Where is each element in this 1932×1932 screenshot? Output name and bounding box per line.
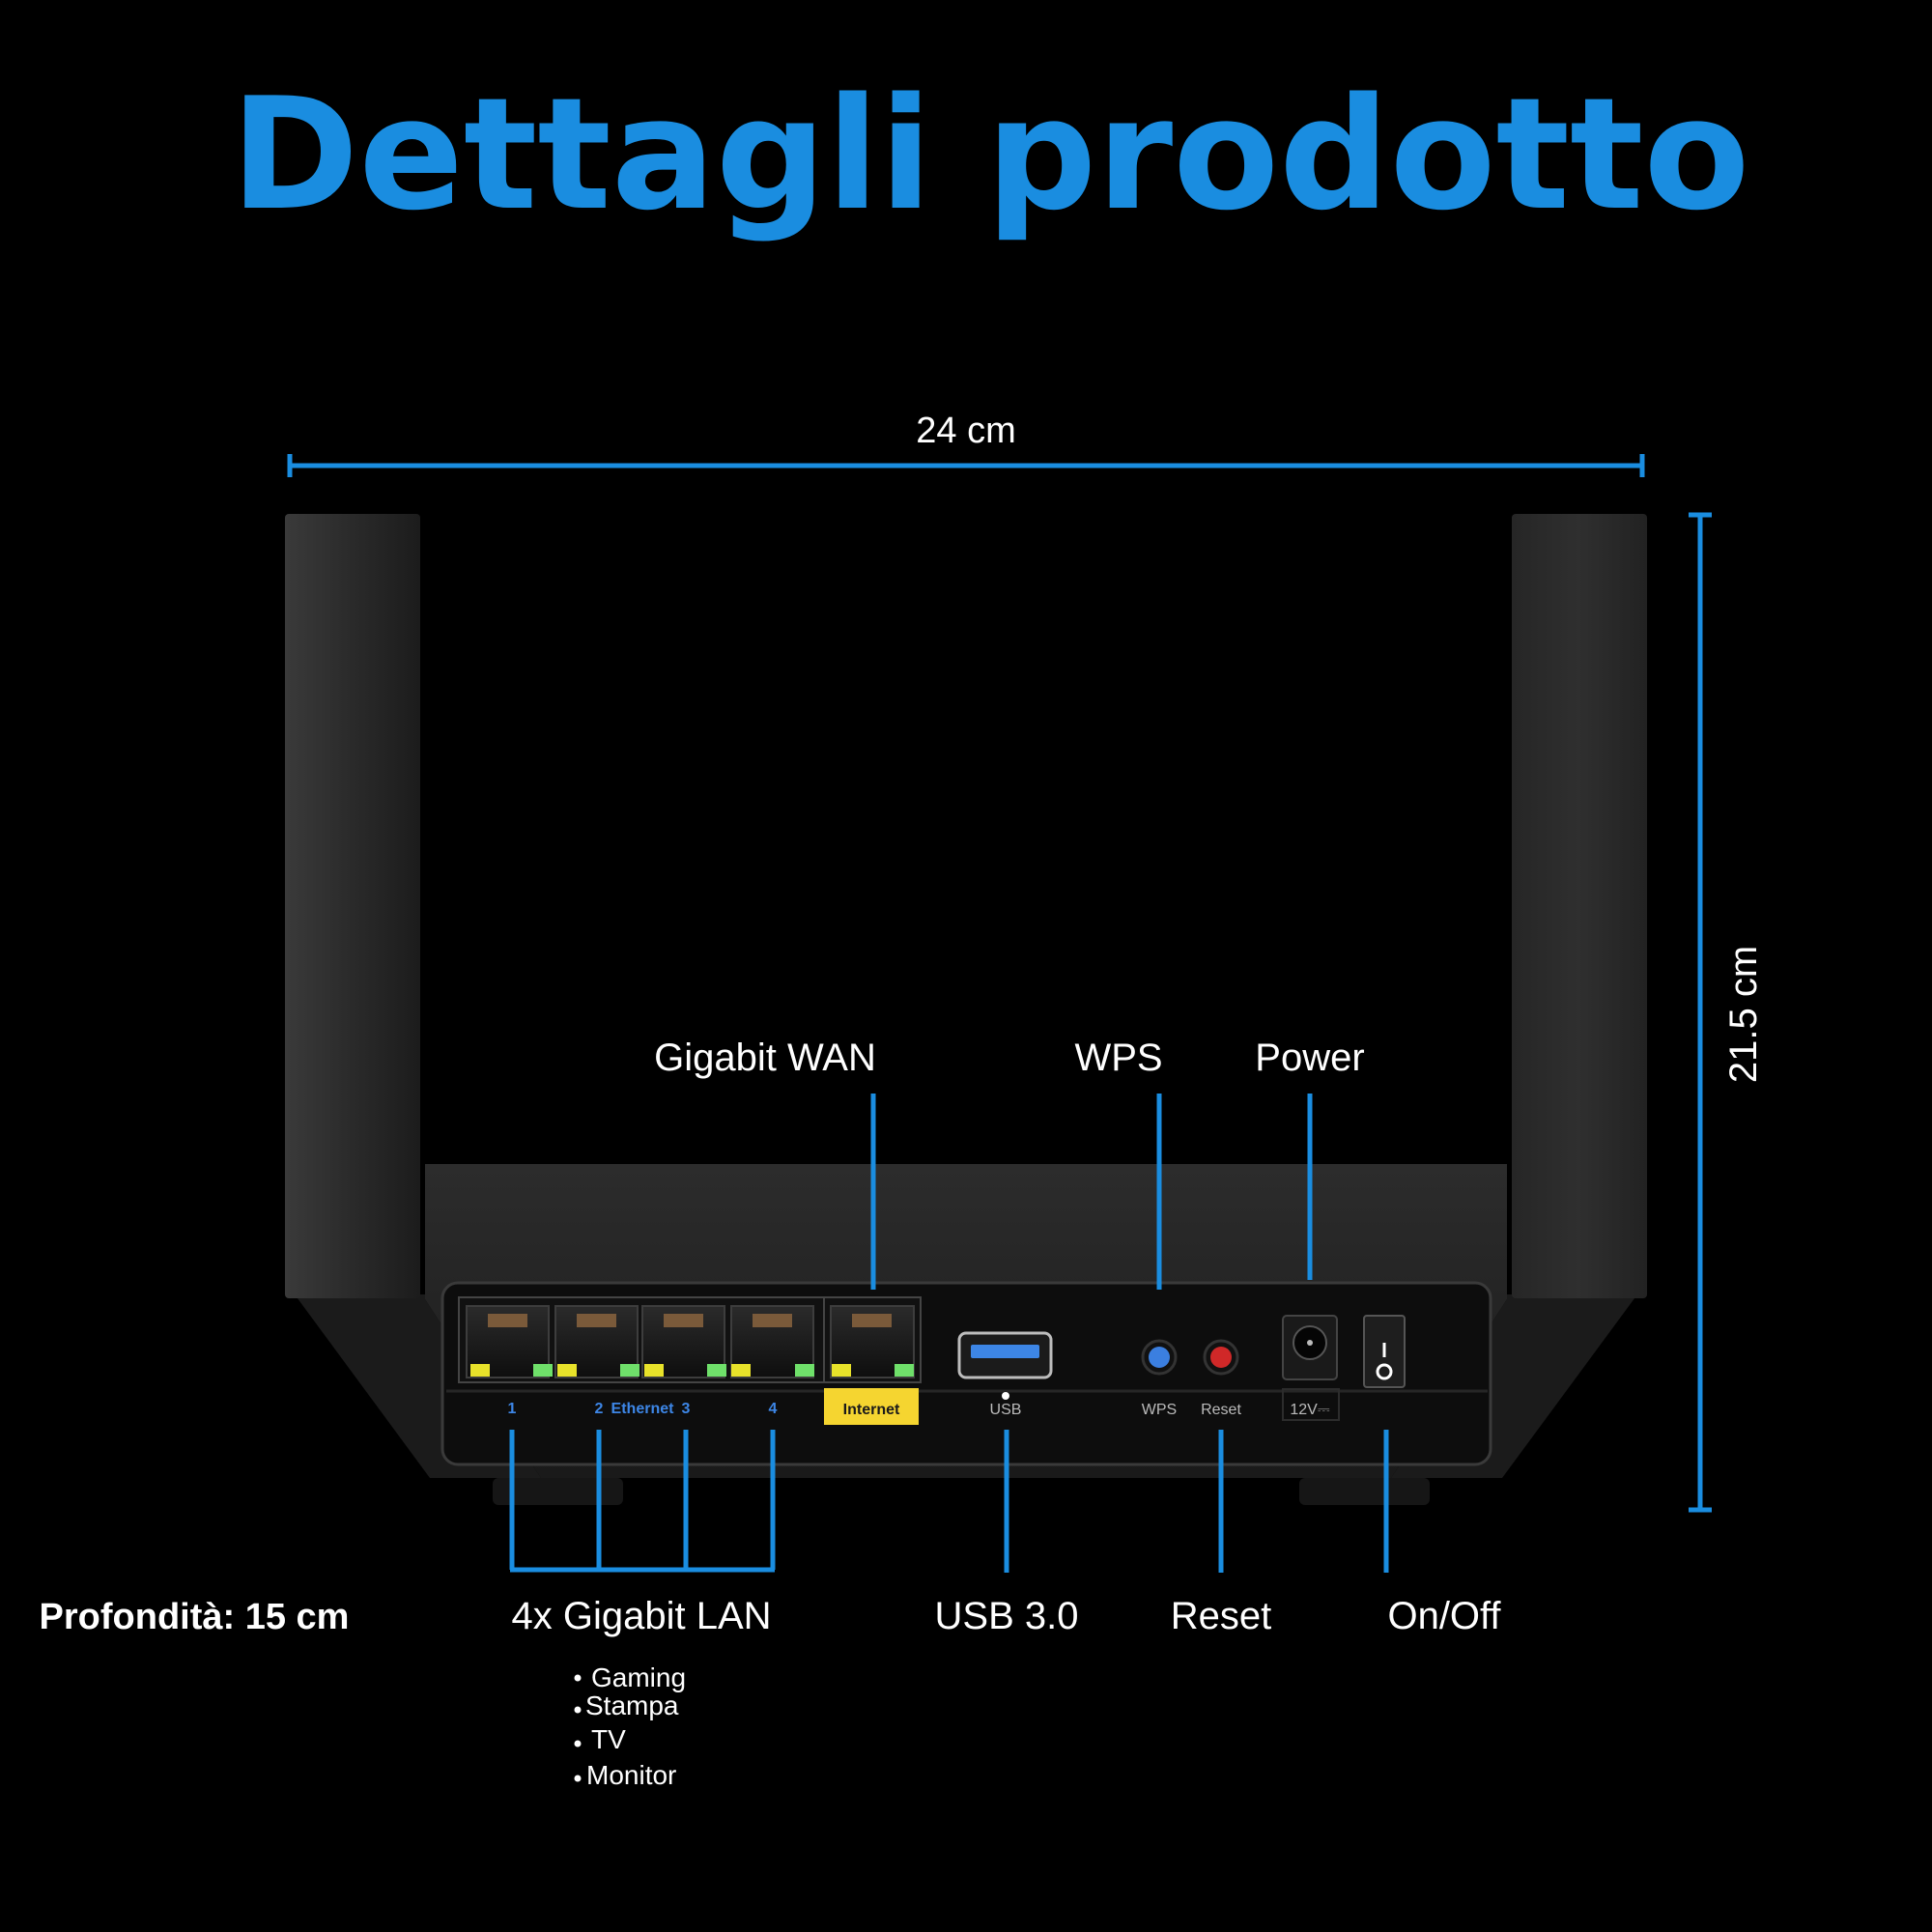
height-label: 21.5 cm: [1722, 946, 1765, 1083]
page-title: Dettagli prodotto: [231, 64, 1750, 244]
panel-label-port1: 1: [508, 1401, 517, 1417]
lan-ports: [458, 1296, 827, 1383]
lan-use-item: TV: [591, 1724, 626, 1754]
panel-label-port2: 2: [595, 1401, 604, 1417]
lan-use-item: Monitor: [586, 1760, 676, 1790]
right-antenna-icon: [1512, 514, 1647, 1298]
width-dimension: 24 cm: [287, 411, 1645, 477]
ethernet-port-icon: [554, 1305, 639, 1378]
panel-label-reset: Reset: [1201, 1402, 1241, 1418]
ethernet-port-icon: [466, 1305, 553, 1378]
callout-wan: Gigabit WAN: [654, 1037, 876, 1079]
callout-power: Power: [1255, 1037, 1364, 1079]
height-dimension: 21.5 cm: [1689, 512, 1765, 1513]
ethernet-port-icon: [730, 1305, 814, 1378]
lan-use-item: Stampa: [585, 1690, 679, 1720]
usb-port-icon: [957, 1331, 1053, 1400]
left-antenna-icon: [285, 514, 420, 1298]
reset-button-icon: [1203, 1339, 1239, 1376]
panel-label-wps: WPS: [1142, 1402, 1177, 1418]
panel-label-port4: 4: [769, 1401, 778, 1417]
width-label: 24 cm: [916, 411, 1015, 451]
callout-onoff: On/Off: [1387, 1595, 1501, 1637]
panel-label-dc: 12V⎓: [1290, 1402, 1329, 1418]
panel-label-port3: 3: [682, 1401, 691, 1417]
depth-label: Profondità: 15 cm: [40, 1597, 350, 1637]
lan-use-item: Gaming: [591, 1662, 686, 1692]
ethernet-port-icon: [641, 1305, 726, 1378]
wan-port: [823, 1296, 922, 1425]
callout-lines: [509, 1094, 1389, 1573]
power-switch-icon: [1363, 1315, 1406, 1388]
lan-uses-list: Gaming Stampa TV Monitor: [574, 1662, 686, 1790]
panel-label-usb: USB: [990, 1402, 1022, 1418]
panel-label-internet: Internet: [843, 1402, 900, 1418]
callout-reset: Reset: [1171, 1595, 1272, 1637]
callout-usb: USB 3.0: [935, 1595, 1079, 1637]
wps-button-icon: [1141, 1339, 1178, 1376]
dc-jack-icon: [1282, 1315, 1340, 1421]
panel-label-ethernet: Ethernet: [611, 1401, 675, 1417]
callout-wps: WPS: [1074, 1037, 1162, 1079]
internet-tag: [824, 1388, 919, 1425]
callout-lan: 4x Gigabit LAN: [511, 1595, 771, 1637]
